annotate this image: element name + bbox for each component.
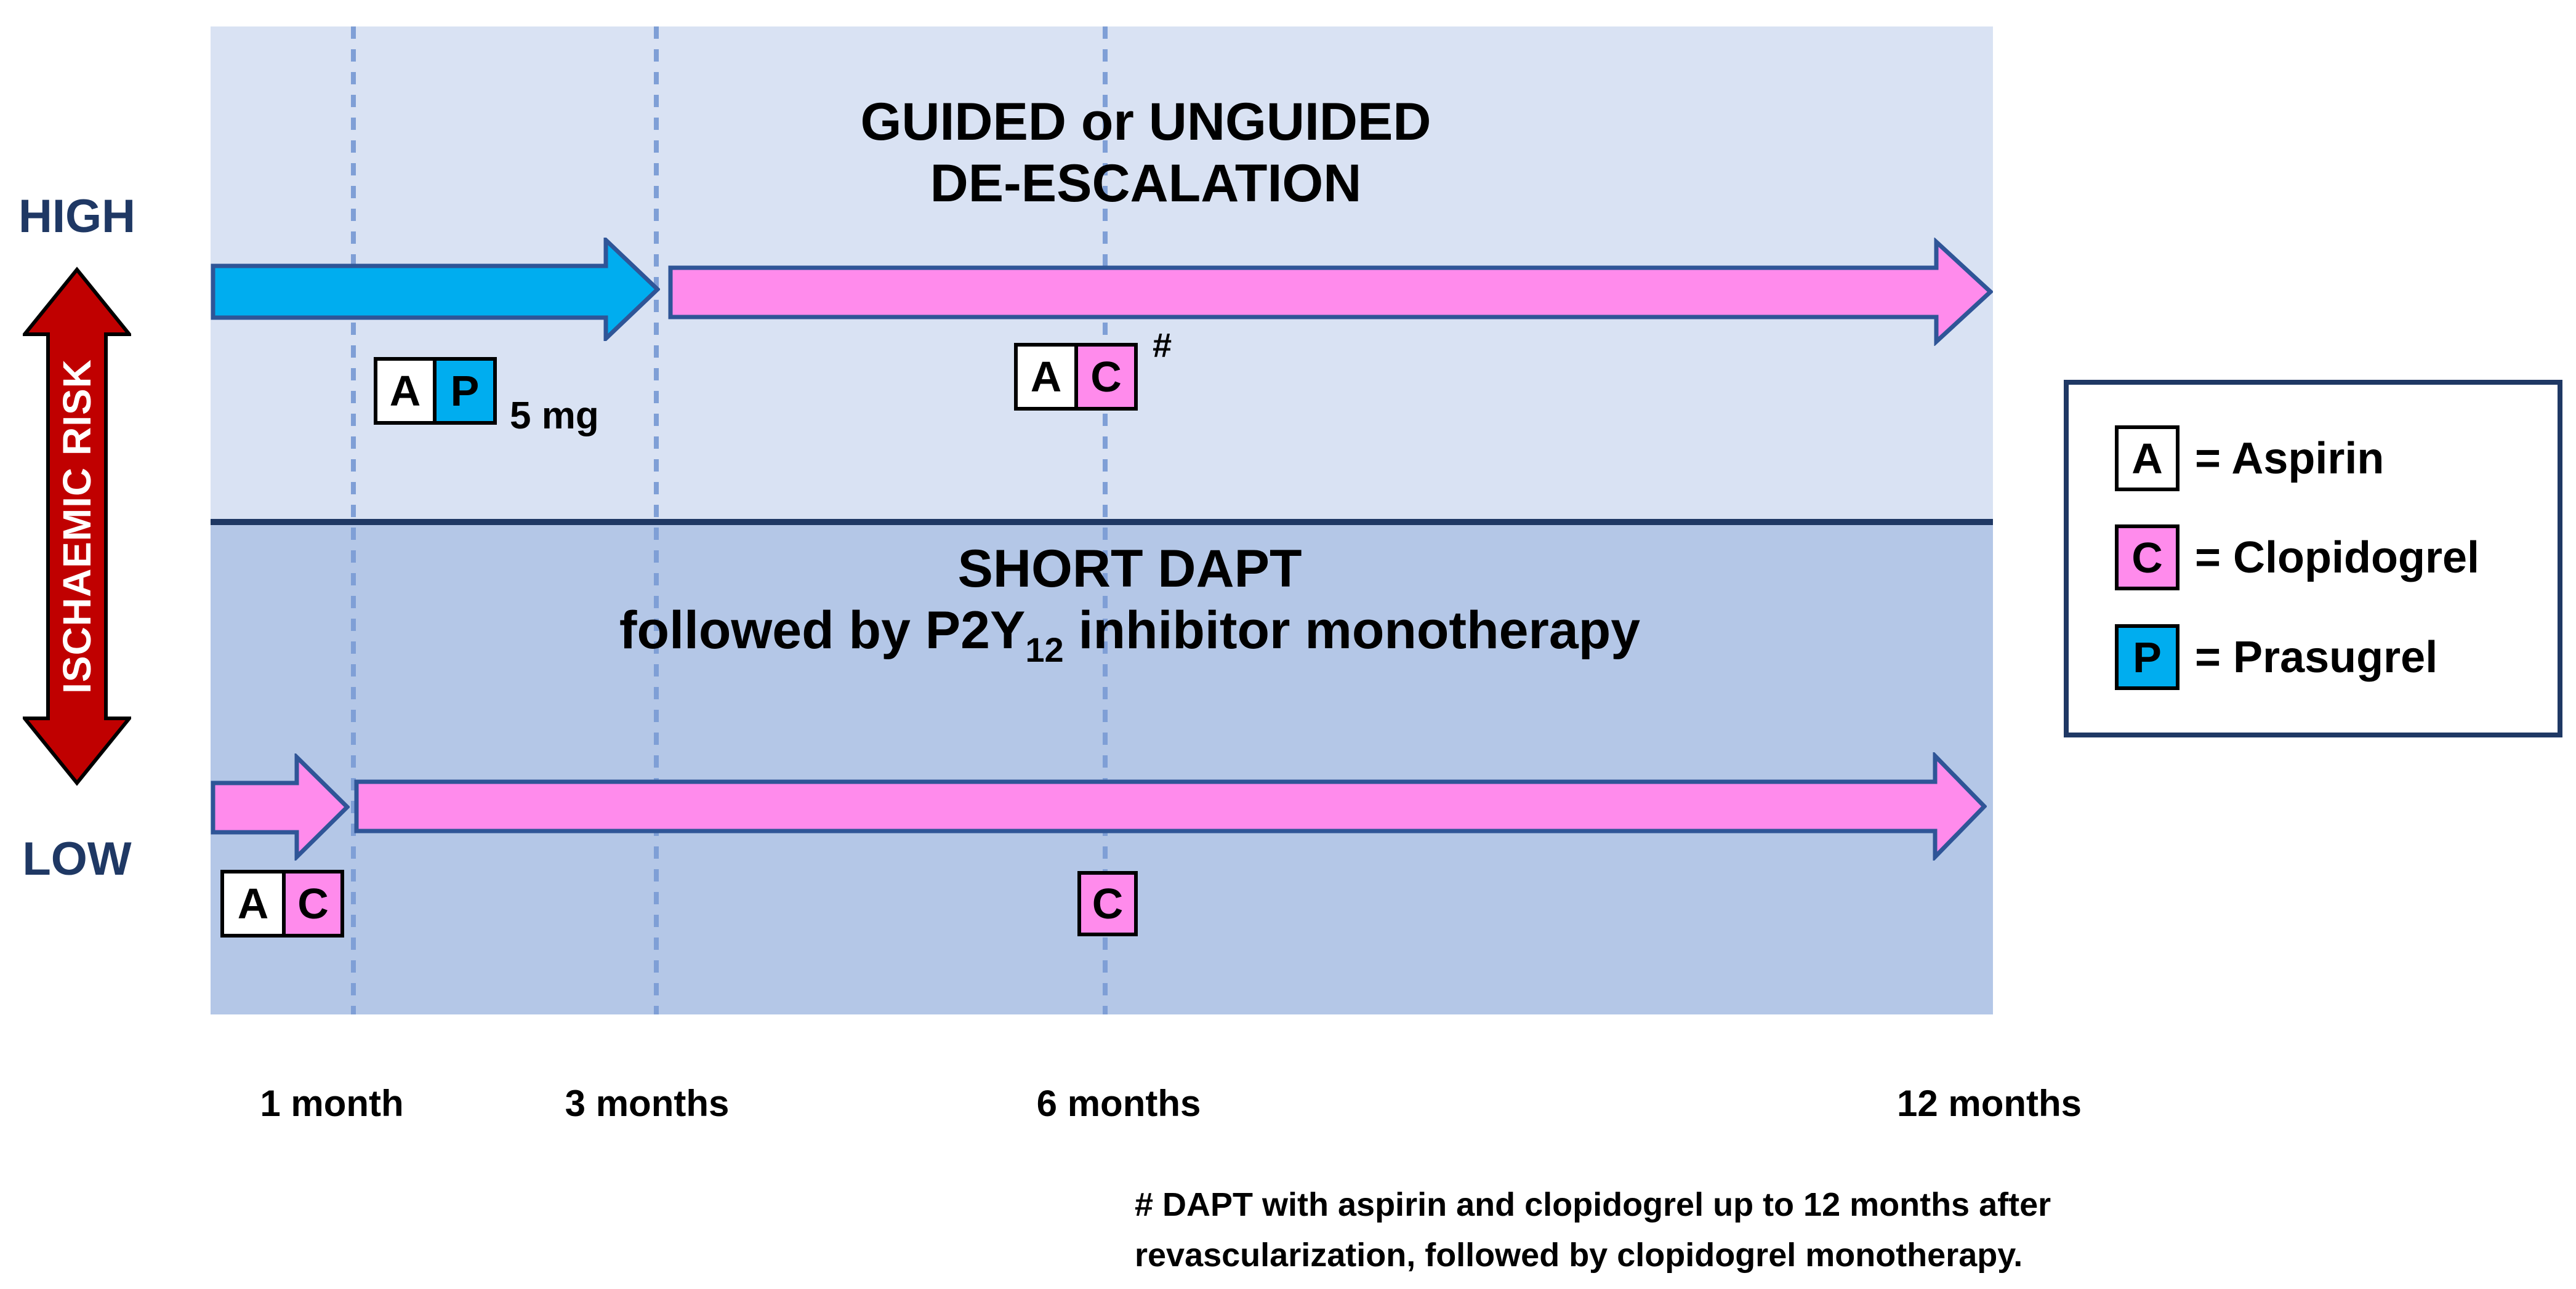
legend-aspirin-label: = Aspirin (2195, 434, 2385, 483)
legend-clopidogrel-label: = Clopidogrel (2195, 533, 2480, 582)
top-section-title: GUIDED or UNGUIDED DE-ESCALATION (861, 91, 1431, 214)
prasugrel-phase-arrow (211, 238, 660, 341)
footnote-text: # DAPT with aspirin and clopidogrel up t… (1135, 1179, 2051, 1280)
footnote-marker: # (1153, 326, 1172, 364)
top-title-line1: GUIDED or UNGUIDED (860, 92, 1431, 151)
timeline-label-1-month: 1 month (260, 1083, 404, 1124)
bottom-title-line2-suffix: inhibitor monotherapy (1063, 601, 1641, 660)
bottom-title-line2: followed by P2Y12 inhibitor monotherapy (619, 600, 1641, 667)
timeline-label-6-months: 6 months (1036, 1083, 1201, 1124)
ischaemic-risk-axis-label: ISCHAEMIC RISK (55, 359, 99, 694)
aspirin-chip: A (1014, 343, 1078, 411)
aspirin-chip: A (220, 870, 286, 938)
footnote-line1: # DAPT with aspirin and clopidogrel up t… (1135, 1186, 2051, 1223)
short-dapt-arrow (211, 753, 350, 861)
prasugrel-dose-note: 5 mg (510, 395, 599, 437)
timeline-label-12-months: 12 months (1896, 1083, 2082, 1124)
bottom-title-line2-prefix: followed by P2Y (619, 601, 1026, 660)
bottom-title-line1: SHORT DAPT (957, 539, 1302, 598)
clopidogrel-monotherapy-arrow (354, 752, 1987, 861)
top-title-line2: DE-ESCALATION (930, 154, 1362, 213)
legend-clopidogrel-chip: C (2115, 524, 2180, 590)
aspirin-chip: A (374, 357, 437, 425)
risk-low-label: LOW (22, 833, 132, 885)
bottom-title-line2-subscript: 12 (1025, 630, 1064, 669)
clopidogrel-deescalation-arrow (668, 238, 1993, 346)
footnote-line2: revascularization, followed by clopidogr… (1135, 1237, 2023, 1274)
ischaemic-risk-double-arrow (23, 267, 131, 786)
timeline-label-3-months: 3 months (565, 1083, 730, 1124)
risk-high-label: HIGH (18, 190, 135, 243)
legend-prasugrel-chip: P (2115, 624, 2180, 690)
section-divider-line (211, 519, 1993, 525)
clopidogrel-chip: C (282, 870, 344, 938)
legend-aspirin-chip: A (2115, 425, 2180, 491)
clopidogrel-chip: C (1074, 343, 1138, 411)
bottom-section-title: SHORT DAPT followed by P2Y12 inhibitor m… (619, 538, 1641, 667)
legend-prasugrel-label: = Prasugrel (2195, 633, 2438, 682)
clopidogrel-chip: C (1077, 871, 1138, 936)
prasugrel-chip: P (433, 357, 497, 425)
